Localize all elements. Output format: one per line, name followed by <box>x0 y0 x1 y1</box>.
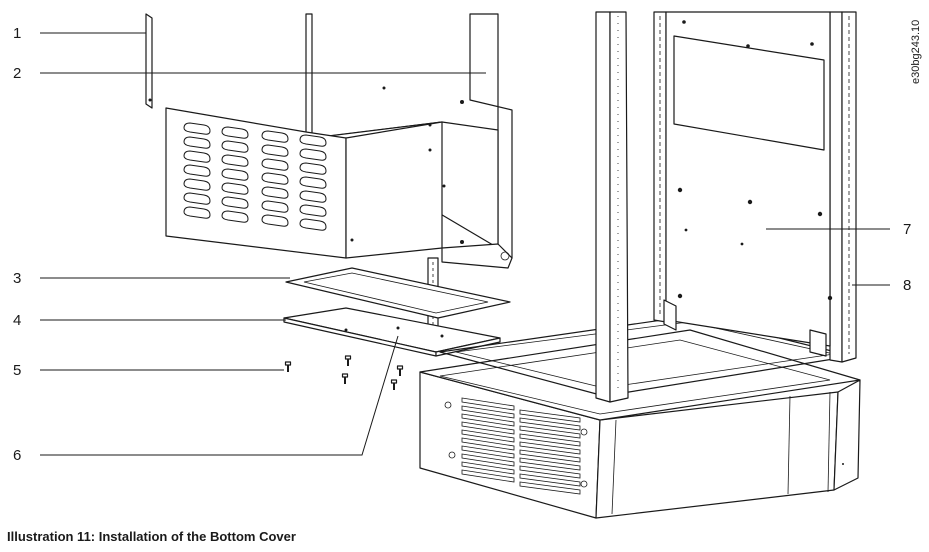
base-vent-slat <box>461 469 515 483</box>
louver-slot <box>221 126 249 139</box>
base-vent-slat <box>519 417 581 431</box>
base-vent-slat <box>461 437 515 451</box>
louver-slot <box>183 136 211 149</box>
louver-slot <box>221 168 249 181</box>
callout-7: 7 <box>903 221 911 238</box>
gasket-frame <box>285 267 511 319</box>
base-vent-slat <box>461 461 515 475</box>
louver-slot <box>299 148 327 161</box>
louver-slot <box>261 158 289 171</box>
base-vent-slat <box>461 405 515 419</box>
louver-slot <box>221 210 249 223</box>
louver-slot <box>221 182 249 195</box>
louver-slot <box>299 190 327 203</box>
louver-slot <box>183 122 211 135</box>
base-vent-slat <box>461 421 515 435</box>
callout-8: 8 <box>903 277 911 294</box>
louver-slot <box>261 130 289 143</box>
louver-slot <box>183 164 211 177</box>
base-vents <box>461 397 581 495</box>
base-vent-slat <box>519 433 581 447</box>
louver-slot <box>299 176 327 189</box>
base-vent-slat <box>461 429 515 443</box>
base-vent-slat <box>519 457 581 471</box>
callout-5: 5 <box>13 362 21 379</box>
louver-slot <box>221 154 249 167</box>
louver-slot <box>261 214 289 227</box>
base-vent-slat <box>461 445 515 459</box>
louver-slot <box>183 192 211 205</box>
louver-slot <box>261 172 289 185</box>
base-vent-slat <box>519 449 581 463</box>
louver-slot <box>221 196 249 209</box>
louver-slot <box>299 162 327 175</box>
leader-lines <box>40 32 890 456</box>
louver-slot <box>221 140 249 153</box>
callout-labels: 1 2 3 4 5 6 7 8 <box>13 25 911 464</box>
base-vent-slat <box>461 453 515 467</box>
base-vent-slat <box>461 413 515 427</box>
base-vent-slat <box>519 473 581 487</box>
bottom-cover-plate <box>283 307 501 357</box>
base-vent-slat <box>519 441 581 455</box>
cabinet-frame <box>419 11 861 519</box>
callout-2: 2 <box>13 65 21 82</box>
figure-reference-code: e30bg243.10 <box>910 20 922 84</box>
callout-6: 6 <box>13 447 21 464</box>
louver-slot <box>299 134 327 147</box>
louver-slot <box>183 206 211 219</box>
louver-slot <box>183 178 211 191</box>
base-vent-slat <box>461 397 515 411</box>
louver-slot <box>183 150 211 163</box>
louver-slot <box>261 144 289 157</box>
base-vent-slat <box>519 409 581 423</box>
base-vent-slat <box>519 425 581 439</box>
figure-caption: Illustration 11: Installation of the Bot… <box>7 529 296 544</box>
base-vent-slat <box>519 481 581 495</box>
louver-slots <box>183 122 327 231</box>
callout-1: 1 <box>13 25 21 42</box>
louver-slot <box>261 200 289 213</box>
callout-3: 3 <box>13 270 21 287</box>
callout-4: 4 <box>13 312 21 329</box>
base-vent-slat <box>519 465 581 479</box>
louver-slot <box>299 204 327 217</box>
louver-slot <box>299 218 327 231</box>
louver-slot <box>261 186 289 199</box>
